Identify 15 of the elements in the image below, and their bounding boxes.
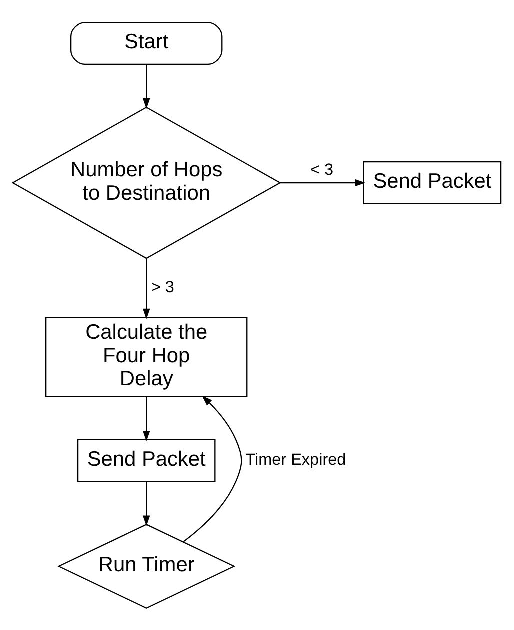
node-box: Send Packet [77, 438, 216, 482]
edge-label: < 3 [310, 160, 334, 179]
edge-label: > 3 [151, 278, 174, 296]
node-box: Start [70, 22, 223, 65]
node-diamond: Run Timer [58, 524, 236, 608]
node-box: Calculate the Four Hop Delay [46, 316, 248, 397]
arrow [280, 178, 366, 186]
arrow [183, 395, 242, 542]
arrow [142, 396, 150, 441]
arrow [142, 258, 150, 319]
edge-label: Timer Expired [246, 450, 346, 469]
node-diamond: Number of Hops to Destination [12, 106, 282, 259]
node-box: Send Packet [363, 161, 502, 204]
arrow [142, 481, 150, 526]
arrow [142, 64, 150, 108]
